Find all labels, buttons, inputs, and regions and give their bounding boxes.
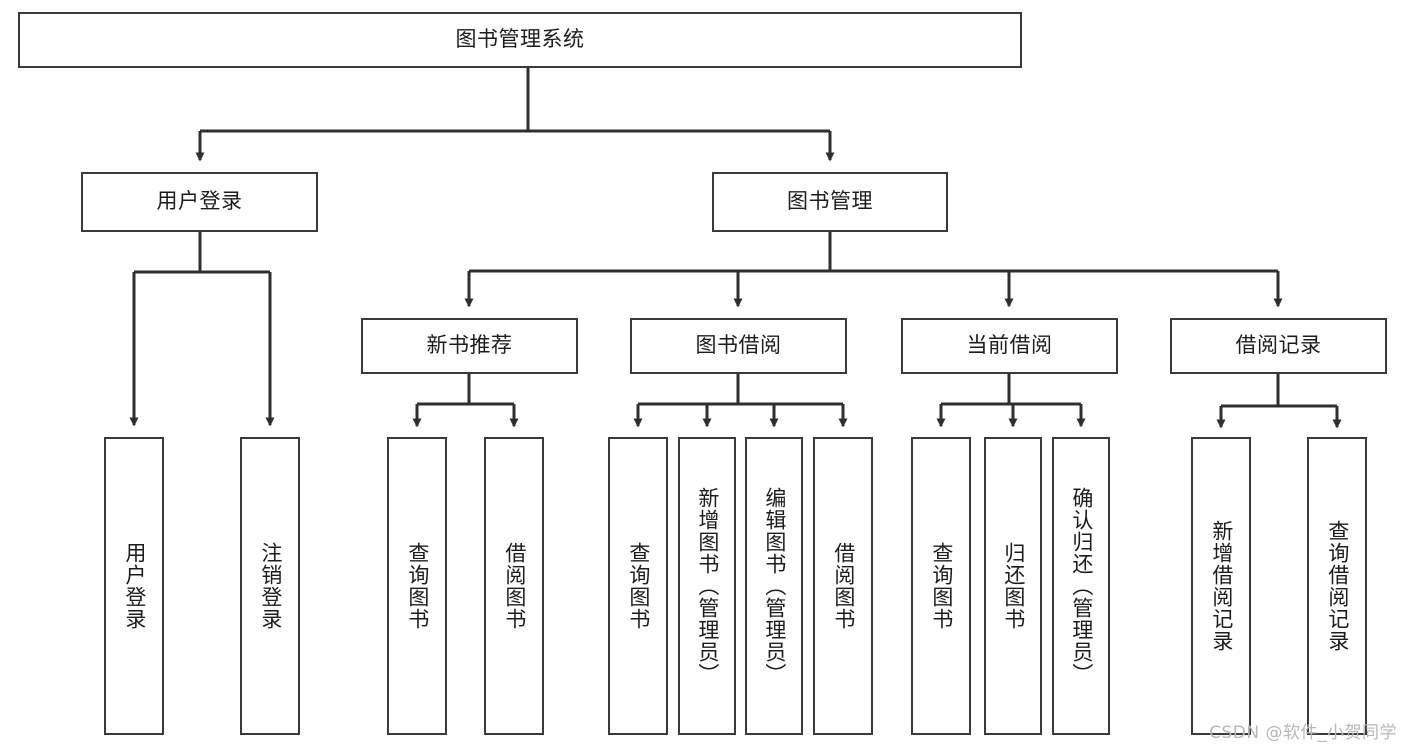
node-leaf-query-book-1[interactable]: 查询图书 (387, 437, 447, 735)
node-leaf-add-book[interactable]: 新增图书（管理员） (678, 437, 736, 735)
node-new-book-rec-label: 新书推荐 (426, 333, 513, 358)
node-leaf-add-record[interactable]: 新增借阅记录 (1191, 437, 1251, 735)
node-leaf-add-book-label: 新增图书（管理员） (695, 487, 720, 685)
node-leaf-query-book-1-label: 查询图书 (405, 542, 430, 630)
node-current-borrow[interactable]: 当前借阅 (901, 318, 1118, 374)
node-leaf-edit-book[interactable]: 编辑图书（管理员） (745, 437, 803, 735)
node-leaf-user-login-label: 用户登录 (122, 542, 147, 630)
node-leaf-confirm-return-label: 确认归还（管理员） (1069, 487, 1094, 685)
node-book-manage[interactable]: 图书管理 (712, 172, 948, 232)
node-book-manage-label: 图书管理 (787, 189, 873, 214)
node-leaf-query-book-2-label: 查询图书 (626, 542, 651, 630)
node-leaf-add-record-label: 新增借阅记录 (1209, 520, 1234, 652)
watermark: CSDN @软件_小贺同学 (1209, 723, 1397, 743)
node-leaf-query-book-3[interactable]: 查询图书 (911, 437, 971, 735)
node-root[interactable]: 图书管理系统 (18, 12, 1022, 68)
node-user-login[interactable]: 用户登录 (81, 172, 318, 232)
node-root-label: 图书管理系统 (455, 27, 585, 52)
node-leaf-user-login[interactable]: 用户登录 (104, 437, 164, 735)
node-leaf-return-book[interactable]: 归还图书 (984, 437, 1042, 735)
node-leaf-user-logout[interactable]: 注销登录 (240, 437, 300, 735)
node-leaf-query-book-3-label: 查询图书 (929, 542, 954, 630)
node-borrow-record[interactable]: 借阅记录 (1170, 318, 1387, 374)
node-book-borrow-label: 图书借阅 (695, 333, 782, 358)
node-borrow-record-label: 借阅记录 (1235, 333, 1322, 358)
node-leaf-return-book-label: 归还图书 (1001, 542, 1026, 630)
node-leaf-query-book-2[interactable]: 查询图书 (608, 437, 668, 735)
node-leaf-user-logout-label: 注销登录 (258, 542, 283, 630)
node-new-book-rec[interactable]: 新书推荐 (361, 318, 578, 374)
node-current-borrow-label: 当前借阅 (966, 333, 1053, 358)
node-book-borrow[interactable]: 图书借阅 (630, 318, 847, 374)
node-leaf-confirm-return[interactable]: 确认归还（管理员） (1052, 437, 1110, 735)
node-leaf-borrow-book-1-label: 借阅图书 (502, 542, 527, 630)
node-leaf-query-record[interactable]: 查询借阅记录 (1307, 437, 1367, 735)
node-leaf-borrow-book-2[interactable]: 借阅图书 (813, 437, 873, 735)
node-leaf-edit-book-label: 编辑图书（管理员） (762, 487, 787, 685)
node-leaf-borrow-book-2-label: 借阅图书 (831, 542, 856, 630)
node-user-login-label: 用户登录 (156, 189, 243, 214)
node-leaf-query-record-label: 查询借阅记录 (1325, 520, 1350, 652)
node-leaf-borrow-book-1[interactable]: 借阅图书 (484, 437, 544, 735)
